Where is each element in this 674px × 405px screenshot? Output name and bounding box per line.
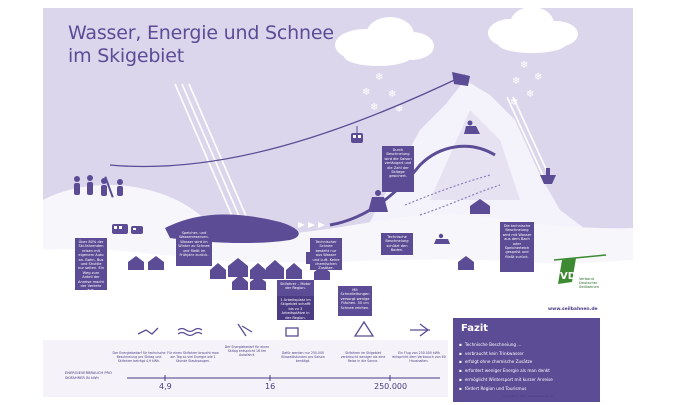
svg-text:❄: ❄ <box>520 60 528 71</box>
scale-side-label: ENERGIEVERBRAUCH PRO SKIFAHRER IN kWh <box>65 371 112 380</box>
info-box-snow-making: Technischer Schnee besteht nur aus Wasse… <box>310 238 342 270</box>
cloud-shape <box>335 17 434 66</box>
title-line-1: Wasser, Energie und Schnee <box>68 22 334 44</box>
snowboarder-icon <box>368 190 388 212</box>
svg-text:❄: ❄ <box>512 76 520 87</box>
website-url[interactable]: www.seilbahnen.de <box>548 307 598 312</box>
info-box-water-cycle: Die technische Beschneiung wird mit Wass… <box>500 222 534 272</box>
copyright-note: Copyright © VDS / www.seilbahnen.de <box>503 395 554 398</box>
scale-tick-1: 4,9 <box>159 382 172 391</box>
svg-text:❄: ❄ <box>526 89 534 100</box>
scale-tick-3: 250.000 <box>374 382 408 391</box>
page-title: Wasser, Energie und Schnee im Skigebiet <box>68 22 334 68</box>
svg-text:❄: ❄ <box>510 97 518 108</box>
stat-text-2: Für einen Skifahrer braucht man am Tag s… <box>167 351 219 363</box>
info-box-region: Skifahrer – Motor der Region. <box>277 280 314 298</box>
rain-streaks <box>174 83 552 217</box>
logo-subtitle-line: Seilbahnen <box>579 285 600 290</box>
fazit-item: fördert Region und Tourismus <box>459 385 553 394</box>
fazit-item: ermöglicht Wintersport mit kurzer Anreis… <box>459 376 553 385</box>
fazit-item: Technische Beschneiung ... <box>459 341 553 350</box>
snowflake-icon: ❄ ❄ ❄ ❄ ❄ ❄ ❄ ❄ ❄ ❄ <box>362 60 542 115</box>
stat-icons <box>137 320 430 337</box>
fazit-item: erfordert weniger Energie als man denkt <box>459 367 553 376</box>
logo-subtitle-line: Verband <box>579 277 594 281</box>
svg-text:❄: ❄ <box>370 102 378 113</box>
svg-text:❄: ❄ <box>362 87 370 98</box>
title-line-2: im Skigebiet <box>68 45 184 67</box>
cable-line <box>109 74 466 168</box>
stat-text-6: Ein Flug von 250.000 kWh entspricht dem … <box>392 351 446 363</box>
bus-icon <box>131 226 143 234</box>
info-box-lake: Speicher- und Wasserreserven. Wasser wir… <box>176 229 212 266</box>
cloud-shape <box>488 7 578 53</box>
info-box-arrival: Über 80% der Ski-fahrenden reisen mit ei… <box>75 238 107 290</box>
house-icon <box>128 199 490 290</box>
scale-tick-2: 16 <box>265 382 276 391</box>
info-box-snow-depth: Mit Schneileitungen versorgt wenige Fläc… <box>338 286 372 316</box>
info-box-slope: Technische Beschneiung schützt den Boden… <box>381 233 413 255</box>
stat-text-1: Der Energiebedarf für technische Beschne… <box>112 351 166 363</box>
info-box-region-detail: 1 Arbeitsplatz im Skigebiet schafft bis … <box>277 296 314 320</box>
logo-subtitle-line: Deutscher <box>579 281 598 286</box>
snow-cannon-icon <box>540 168 556 184</box>
fazit-item: verbraucht kein Trinkwasser <box>459 350 553 359</box>
gondola-icon <box>351 126 363 143</box>
svg-text:❄: ❄ <box>388 89 396 100</box>
fazit-panel: Fazit Technische Beschneiung ... verbrau… <box>453 318 600 402</box>
svg-text:❄: ❄ <box>534 72 542 83</box>
fazit-title: Fazit <box>461 323 489 334</box>
logo-text: VDS <box>560 271 583 282</box>
fazit-item: erfolgt ohne chemische Zusätze <box>459 358 553 367</box>
svg-text:❄: ❄ <box>395 104 403 115</box>
pipeline-arrows <box>298 222 325 228</box>
info-box-mountain: Durch Beschneiung wird die Saison verlän… <box>382 146 414 192</box>
stat-text-4: Dafür werden nur 250.000 Kilowattstunden… <box>281 351 325 363</box>
svg-text:❄: ❄ <box>375 72 383 83</box>
skier-icon <box>464 120 480 134</box>
vds-logo: VDS <box>553 254 607 284</box>
fazit-list: Technische Beschneiung ... verbraucht ke… <box>459 341 553 393</box>
train-icon <box>112 224 128 234</box>
skiers-group-icon <box>74 175 123 198</box>
logo-subtitle: Verband Deutscher Seilbahnen <box>579 277 599 290</box>
sledder-icon <box>434 233 450 244</box>
station-icon <box>452 72 470 86</box>
stat-text-5: Skifahren im Skigebiet verbraucht wenige… <box>340 351 386 363</box>
stat-text-3: Der Energiebedarf für einen Skitag entsp… <box>224 345 270 357</box>
wussten-heading: Wussten Sie ...? <box>65 312 156 323</box>
